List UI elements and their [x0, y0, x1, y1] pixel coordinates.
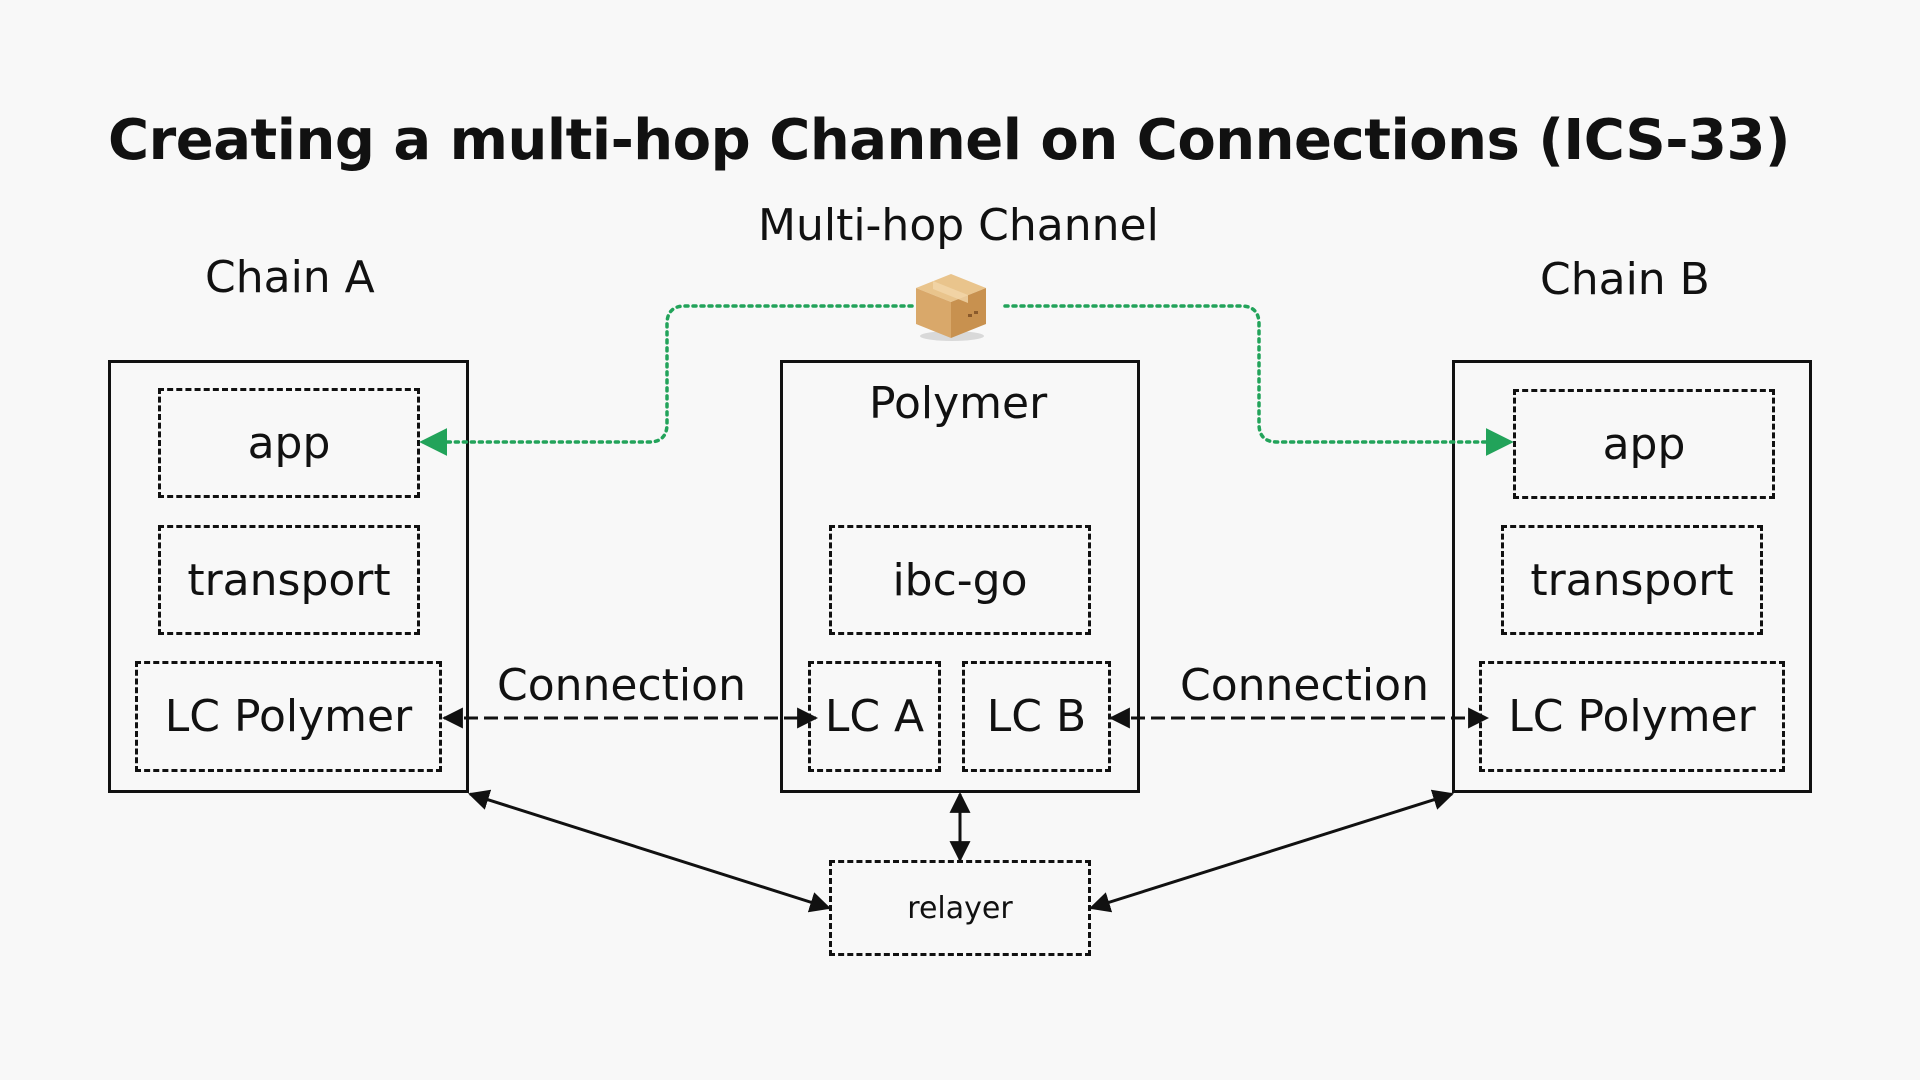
chain-b-box: [1452, 360, 1812, 793]
chain-a-box: [108, 360, 469, 793]
relayer-to-chain-a: [467, 789, 832, 913]
chain-b-lc-polymer: LC Polymer: [1479, 661, 1785, 772]
relayer-box: relayer: [829, 860, 1091, 956]
polymer-box: [780, 360, 1140, 793]
chain-b-app: app: [1513, 389, 1775, 499]
relayer-to-chain-b: [1088, 789, 1455, 913]
page-title: Creating a multi-hop Channel on Connecti…: [108, 108, 1791, 173]
chain-a-lc-polymer: LC Polymer: [135, 661, 442, 772]
polymer-label: Polymer: [869, 378, 1048, 429]
polymer-lc-a: LC A: [808, 661, 941, 772]
chain-a-transport: transport: [158, 525, 420, 635]
chain-b-label: Chain B: [1540, 254, 1710, 305]
chain-b-transport: transport: [1501, 525, 1763, 635]
multihop-channel-label: Multi-hop Channel: [758, 200, 1159, 251]
chain-a-app: app: [158, 388, 420, 498]
chain-a-label: Chain A: [205, 252, 375, 303]
package-box-icon: [916, 274, 986, 341]
connection-left-label: Connection: [497, 660, 746, 711]
polymer-ibc-go: ibc-go: [829, 525, 1091, 635]
connection-right-label: Connection: [1180, 660, 1429, 711]
polymer-lc-b: LC B: [962, 661, 1111, 772]
